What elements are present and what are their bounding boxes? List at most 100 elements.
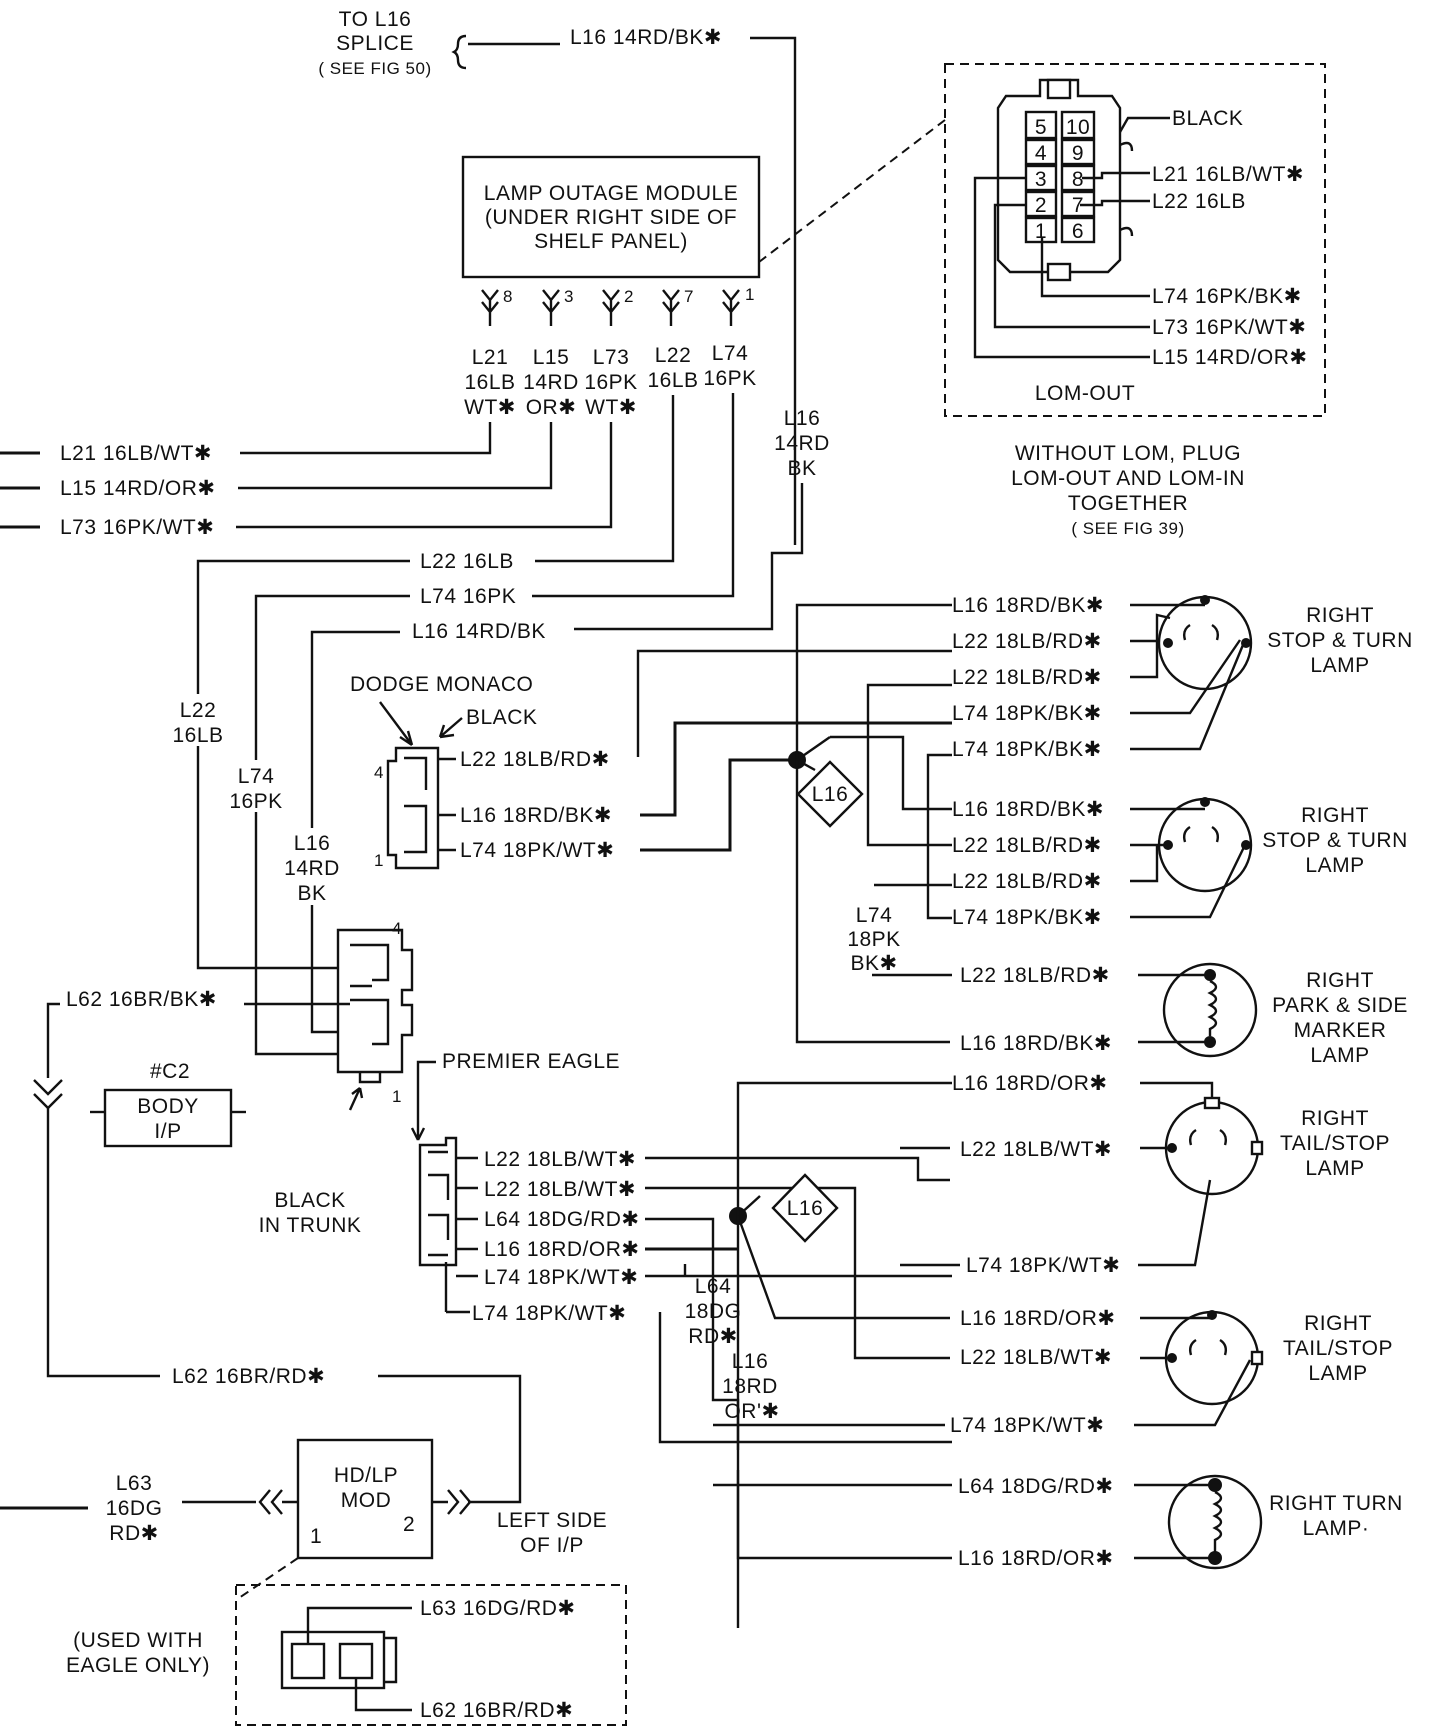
eagle-connector-latch: [384, 1636, 398, 1684]
lom-drop-labels: L21 16LB WT✱ L15 14RD OR✱ L73 16PK WT✱ L…: [464, 342, 756, 419]
dodge-arrow-2: [438, 717, 463, 739]
lom-out-black-leader: [1118, 116, 1170, 133]
lamp-3-l3: MARKER: [1294, 1019, 1387, 1042]
lamp-1-l2: STOP & TURN: [1267, 629, 1413, 652]
l62-connector-symbol: [33, 1079, 63, 1110]
hdlp-line1: HD/LP: [334, 1464, 398, 1487]
lom-pin-8-symbol: [481, 289, 499, 326]
lead-3: [1130, 642, 1159, 679]
hdlp-pin2: 2: [403, 1513, 415, 1536]
l74-vert-2: 18PK: [847, 928, 900, 951]
lead-5: [1130, 639, 1247, 751]
body-pin-bottom: 1: [392, 1087, 402, 1106]
vert-l16b-3: OR'✱: [724, 1400, 779, 1423]
lamp-4-term-right: [1250, 1140, 1264, 1156]
eagle-wire-l63: [306, 1606, 412, 1644]
vert-l64-3: RD✱: [688, 1325, 737, 1348]
wire-l16-top-b: [750, 36, 797, 545]
lead-4: [1130, 639, 1241, 715]
eagle-connector: [280, 1630, 398, 1690]
lom-pin-1-symbol: [722, 289, 740, 326]
vert-l16-3: BK: [787, 457, 816, 480]
lamp-2-term-top: [1200, 797, 1210, 807]
vert-l16-2: 14RD: [774, 432, 830, 455]
lom-title-2: (UNDER RIGHT SIDE OF: [485, 206, 737, 229]
lom-title-1: LAMP OUTAGE MODULE: [484, 182, 738, 205]
premier-wire-4: L16 18RD/OR✱: [484, 1238, 640, 1261]
lead-2: [1130, 613, 1171, 643]
lom-pin-2-symbol: [602, 289, 620, 326]
lom-pin-2: 2: [624, 287, 634, 306]
lamp-4-l1: RIGHT: [1301, 1107, 1369, 1130]
lamp-3-term-top: [1204, 969, 1216, 981]
dodge-pin-bottom: 1: [374, 851, 384, 870]
cavity-4: [1024, 138, 1058, 166]
harness-l74: L74 16PK: [420, 585, 516, 608]
wire-l62-lower: [378, 1374, 522, 1504]
upper-trunk-down: [795, 760, 950, 1044]
lamp-stop-turn-2: [1157, 797, 1253, 893]
lower-l16-branch: [736, 1215, 950, 1320]
dodge-wire-3: L74 18PK/WT✱: [460, 839, 614, 862]
lamp-1-term-top: [1200, 595, 1210, 605]
l74-vert-1: L74: [856, 904, 893, 927]
ru-wire-3: L22 18LB/RD✱: [952, 666, 1102, 689]
dodge-title: DODGE MONACO: [350, 673, 533, 696]
wire-l73-drop: [236, 422, 613, 529]
cav-label-7: 7: [1072, 194, 1084, 217]
cavity-6: [1060, 216, 1096, 244]
wire-l74-harness-a: [254, 594, 410, 760]
eagle-connector-body: [280, 1630, 386, 1690]
vert-l16-harness-2: 14RD: [284, 857, 340, 880]
cavity-10: [1060, 110, 1096, 140]
ru-wire-9: L74 18PK/BK✱: [952, 906, 1102, 929]
ru-wire-4: L74 18PK/BK✱: [952, 702, 1102, 725]
rl-wire-6: L74 18PK/WT✱: [950, 1414, 1104, 1437]
left-wire-l15: L15 14RD/OR✱: [60, 477, 216, 500]
upper-trunk-up: [795, 603, 952, 760]
lamp-1-l3: LAMP: [1310, 654, 1369, 677]
upper-splice-tail: [796, 758, 816, 772]
ru-wire-7: L22 18LB/RD✱: [952, 834, 1102, 857]
cav-label-9: 9: [1072, 142, 1084, 165]
lamp-6-filament: [1212, 1490, 1223, 1552]
upper-splice-stub: [796, 736, 831, 761]
cav-label-8: 8: [1072, 168, 1084, 191]
drop-l73-3: WT✱: [585, 396, 637, 419]
harness-l22: L22 16LB: [420, 550, 514, 573]
premier-wire-1: L22 18LB/WT✱: [484, 1148, 636, 1171]
lower-splice-label: L16: [787, 1197, 824, 1220]
lamp-4-l2: TAIL/STOP: [1280, 1132, 1390, 1155]
lom-pin-3-symbol: [542, 289, 560, 326]
cav-label-10: 10: [1066, 116, 1090, 139]
hdlp-pin2-connector: [432, 1489, 472, 1515]
body-connector-arrow: [348, 1087, 364, 1111]
lom-out-wire-l73: [993, 203, 1150, 329]
c2-box: [103, 1088, 233, 1148]
drop-l21-1: L21: [472, 346, 509, 369]
eagle-wire-1: L63 16DG/RD✱: [420, 1597, 576, 1620]
premier-l22-route-2: [645, 1186, 950, 1360]
wire-l22-drop: [535, 395, 675, 563]
eagle-wire-2: L62 16BR/RD✱: [420, 1699, 573, 1722]
wire-l74-harness-b: [254, 812, 350, 1056]
lamp-1-term-left: [1163, 638, 1173, 648]
vert-l74-1: L74: [238, 765, 275, 788]
lom-out-clips: [1119, 141, 1134, 237]
cav-label-3: 3: [1035, 168, 1047, 191]
dodge-arrow-1: [379, 701, 414, 746]
premier-connector-cavities: [428, 1150, 450, 1257]
dodge-color: BLACK: [466, 706, 537, 729]
wire-l21-drop: [240, 422, 492, 455]
wire-l15-drop: [238, 422, 553, 490]
drop-l15-1: L15: [533, 346, 570, 369]
lom-out-outline: [996, 78, 1122, 274]
lamp-6-housing: [1167, 1474, 1263, 1570]
premier-wire-3: L64 18DG/RD✱: [484, 1208, 640, 1231]
upper-splice-tag: [796, 760, 864, 828]
left-side-line2: OF I/P: [520, 1534, 584, 1557]
dodge-l16-route: [640, 721, 952, 817]
lom-out-detail-frame: [944, 63, 1326, 417]
lamp-3-filament: [1207, 979, 1218, 1036]
